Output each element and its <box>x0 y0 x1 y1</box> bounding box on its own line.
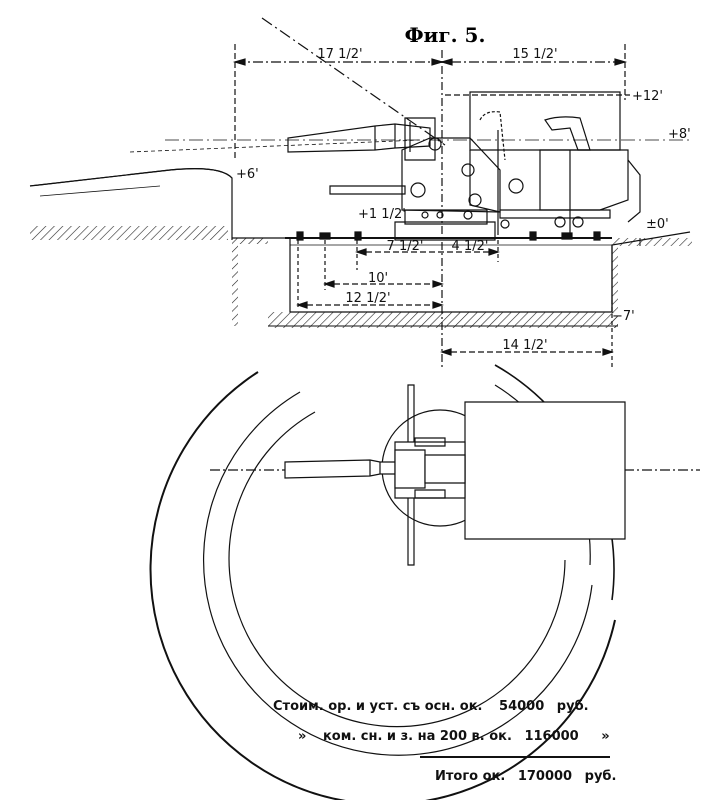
cost-line-1: Стоим. ор. и уст. съ осн. ок. 54000 руб. <box>273 699 589 714</box>
pedestal <box>395 222 495 240</box>
level-plus12: +12' <box>632 89 663 104</box>
level-plus1-5: +1 1/2' <box>358 207 406 222</box>
figure-title: Фиг. 5. <box>405 23 486 47</box>
traverse-circle-inner <box>229 412 565 727</box>
dim-top-right: 15 1/2' <box>512 47 557 62</box>
level-plus6: +6' <box>236 167 259 182</box>
cost-line-2: » ком. сн. и з. на 200 в. ок. 116000 » <box>298 729 610 744</box>
sight-line <box>262 18 445 145</box>
cost-line-1-amount: 54000 <box>499 699 544 714</box>
dim-span-12-5: 12 1/2' <box>345 291 390 306</box>
barrel-plan <box>285 460 395 478</box>
cost-line-2-amount: 116000 <box>524 729 578 744</box>
gun-barrel <box>288 124 430 152</box>
cost-block: Стоим. ор. и уст. съ осн. ок. 54000 руб.… <box>273 699 616 784</box>
elevation-view <box>30 18 692 370</box>
cost-total-text: Итого ок. <box>435 769 505 784</box>
gun-carriage <box>402 138 500 212</box>
dim-span-14-5: 14 1/2' <box>502 338 547 353</box>
cost-line-1-text: Стоим. ор. и уст. съ осн. ок. <box>273 699 483 714</box>
dim-top-left: 17 1/2' <box>317 47 362 62</box>
traverse-circle-outer <box>151 372 615 800</box>
traverse-circle-mid <box>204 392 592 755</box>
level-zero: ±0' <box>646 217 669 232</box>
cost-total-unit: руб. <box>585 769 617 784</box>
shield-plan <box>465 402 625 539</box>
elevation-labels: 17 1/2' 15 1/2' +12' +8' +6' +1 1/2' ±0'… <box>236 47 691 353</box>
cost-total-amount: 170000 <box>518 769 572 784</box>
cost-line-1-unit: руб. <box>557 699 589 714</box>
cost-line-2-prefix: » <box>298 729 306 744</box>
dim-span-10: 10' <box>368 271 388 286</box>
level-minus7: −7' <box>612 309 635 324</box>
cost-total: Итого ок. 170000 руб. <box>435 769 616 784</box>
dim-inner-7-5: 7 1/2' <box>387 239 424 254</box>
cost-line-2-text: ком. сн. и з. на 200 в. ок. <box>323 729 512 744</box>
level-plus8: +8' <box>668 127 691 142</box>
plan-view <box>151 365 700 800</box>
dim-inner-4-5: 4 1/2' <box>452 239 489 254</box>
cost-line-2-suffix: » <box>601 729 609 744</box>
foundation-bolts <box>297 232 600 240</box>
